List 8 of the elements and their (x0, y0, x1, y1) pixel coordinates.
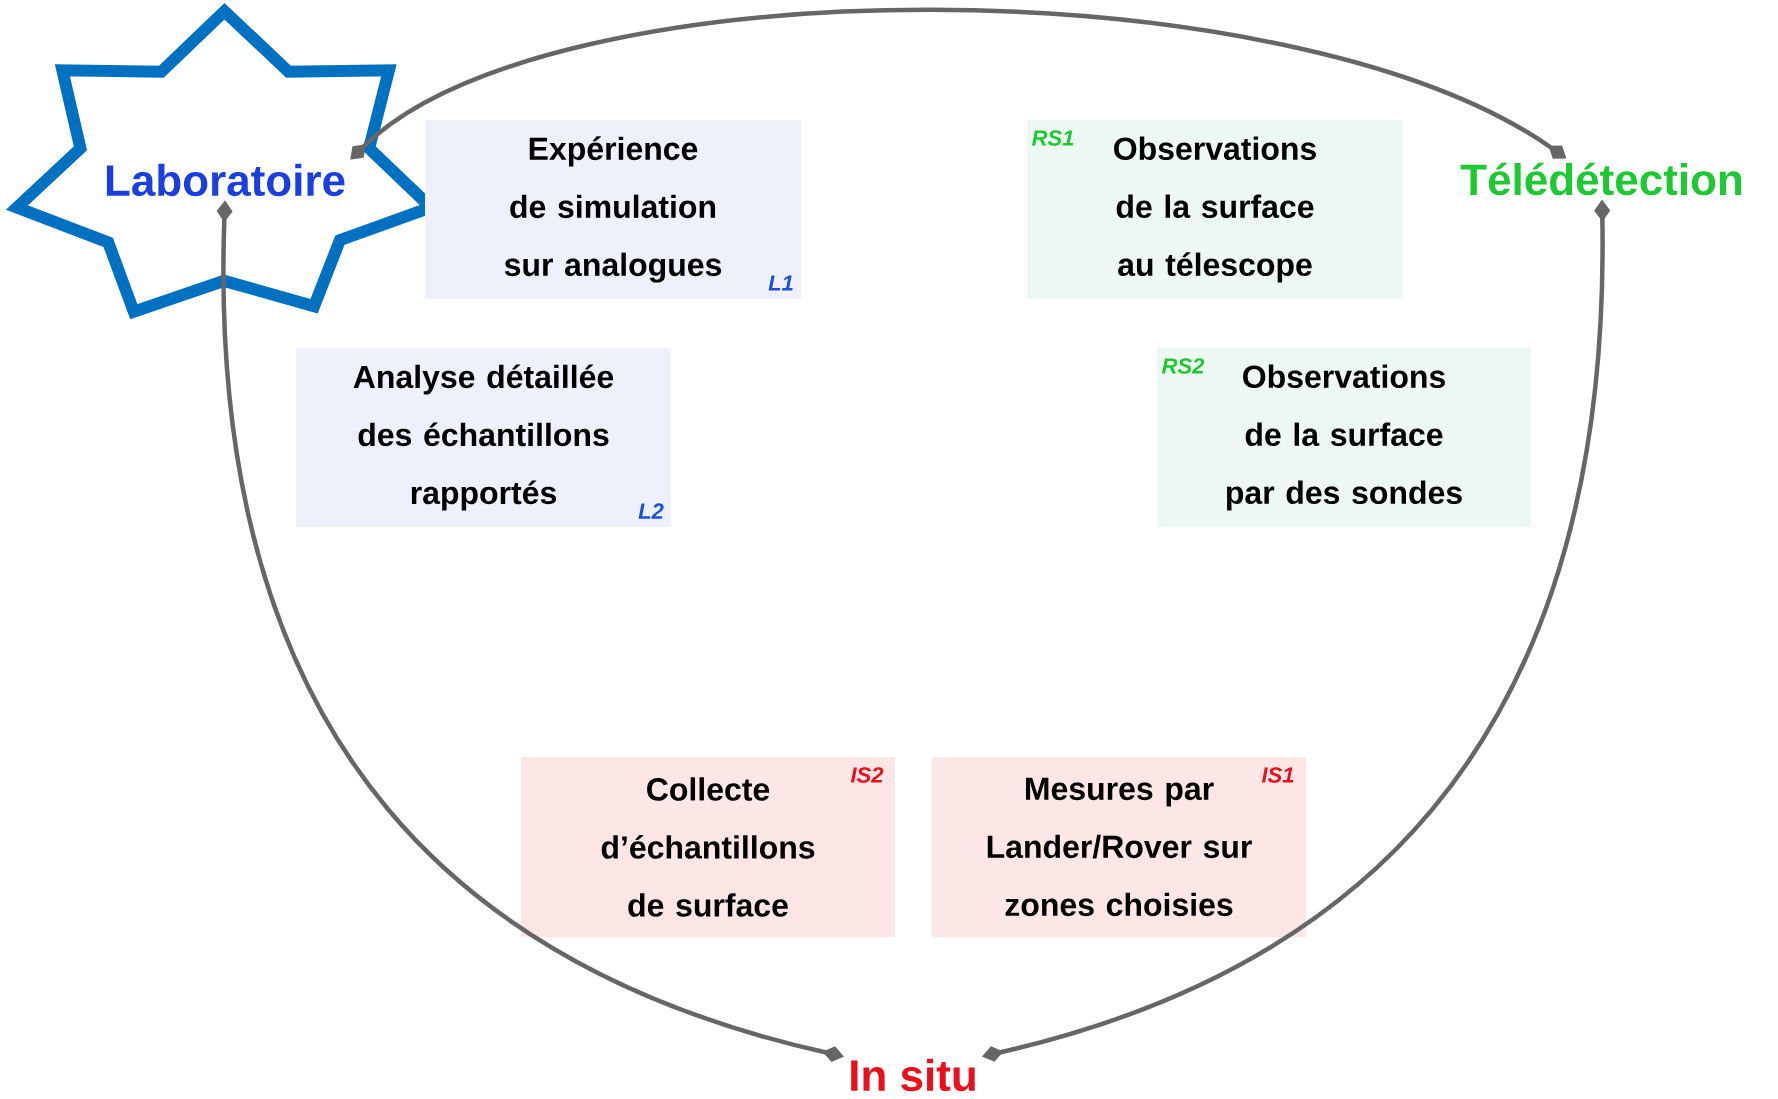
text-box: Observations de la surface au télescope RS1 (1027, 120, 1403, 299)
text-box: Expérience de simulation sur analogues L1 (425, 120, 801, 299)
text-box: Collecte d’échantillons de surface IS2 (521, 757, 895, 937)
text-box: Analyse détaillée des échantillons rapportés L2 (296, 348, 671, 527)
category-label: In situ (851, 1058, 975, 1092)
text-box: Observations de la surface par des sondes RS2 (1157, 348, 1531, 527)
text-box: Mesures par Lander/Rover sur zones choisies IS1 (932, 757, 1306, 937)
category-label: Télédétection (1460, 162, 1742, 196)
